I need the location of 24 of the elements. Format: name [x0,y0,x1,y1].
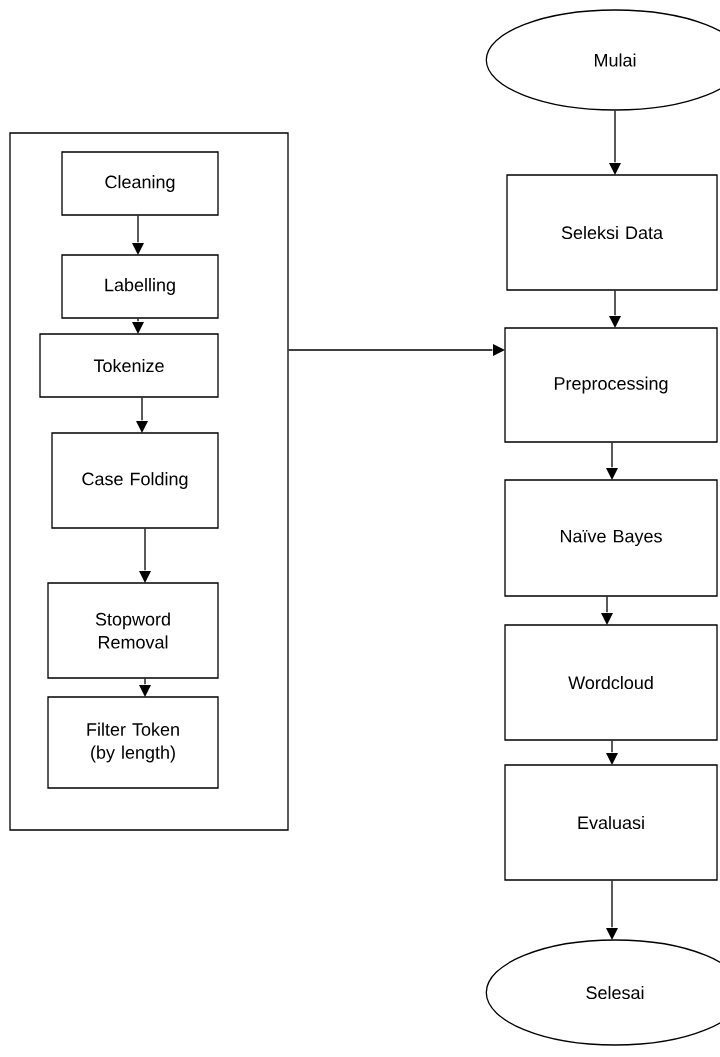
arrow [606,442,618,480]
arrow [139,528,151,583]
process-box: Tokenize [39,333,219,398]
process-box: Cleaning [61,151,219,216]
process-box: Evaluasi [504,764,718,881]
process-box: Labelling [61,254,219,319]
process-box: Preprocessing [504,327,718,443]
process-box: Filter Token (by length) [47,696,219,789]
arrow [606,880,618,940]
group-box [9,132,289,831]
process-box: Stopword Removal [47,582,219,679]
process-box: Seleksi Data [506,174,718,291]
arrow [609,110,621,175]
arrow [601,596,613,625]
arrow [609,290,621,328]
process-box: Wordcloud [504,624,718,741]
process-box: Naïve Bayes [504,479,718,597]
arrow [132,215,144,255]
arrow [136,397,148,433]
arrow [132,318,144,334]
arrow [288,344,505,356]
process-box: Case Folding [51,432,219,529]
arrow [606,740,618,765]
arrow [139,678,151,697]
